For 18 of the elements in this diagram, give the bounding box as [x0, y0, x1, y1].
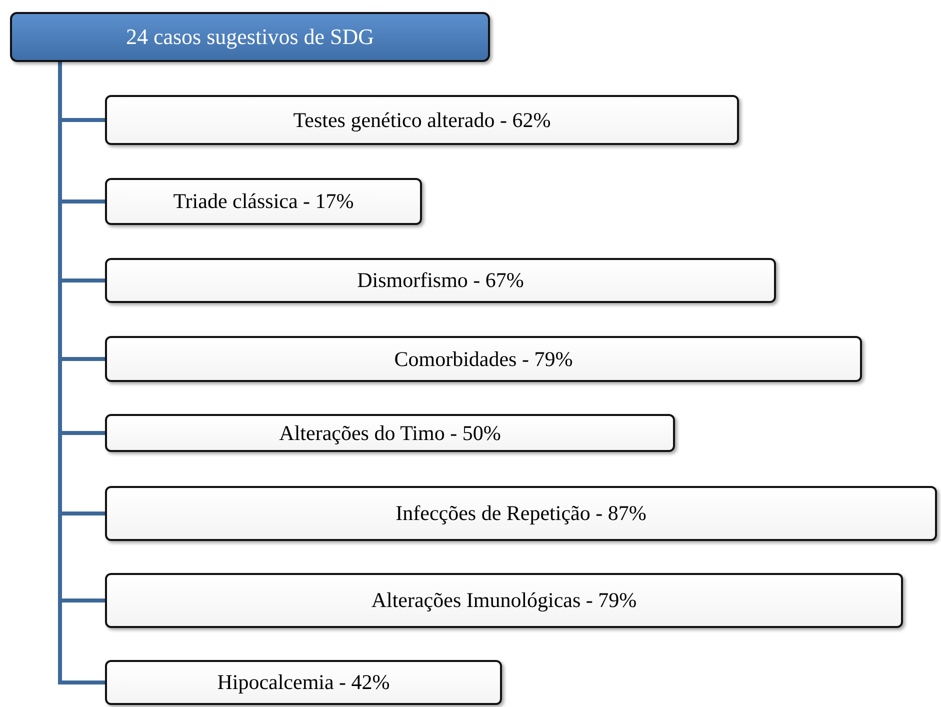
- category-box: [105, 178, 422, 225]
- box-label: 24 casos sugestivos de SDG: [126, 24, 374, 50]
- category-box: [105, 95, 739, 145]
- header-box: [10, 12, 490, 62]
- category-box: [105, 486, 937, 541]
- box-label: Hipocalcemia - 42%: [217, 670, 390, 695]
- category-box: [105, 573, 903, 628]
- box-label: Testes genético alterado - 62%: [293, 108, 551, 132]
- box-label: Infecções de Repetição - 87%: [396, 501, 646, 526]
- box-label: Alterações Imunológicas - 79%: [371, 588, 637, 613]
- category-box: [105, 414, 675, 452]
- box-label: Alterações do Timo - 50%: [279, 420, 501, 446]
- box-label: Triade clássica - 17%: [173, 189, 354, 214]
- category-box: [105, 336, 862, 382]
- category-box: [105, 660, 502, 705]
- category-box: [105, 258, 776, 303]
- box-label: Dismorfismo - 67%: [357, 268, 524, 293]
- box-label: Comorbidades - 79%: [394, 346, 573, 372]
